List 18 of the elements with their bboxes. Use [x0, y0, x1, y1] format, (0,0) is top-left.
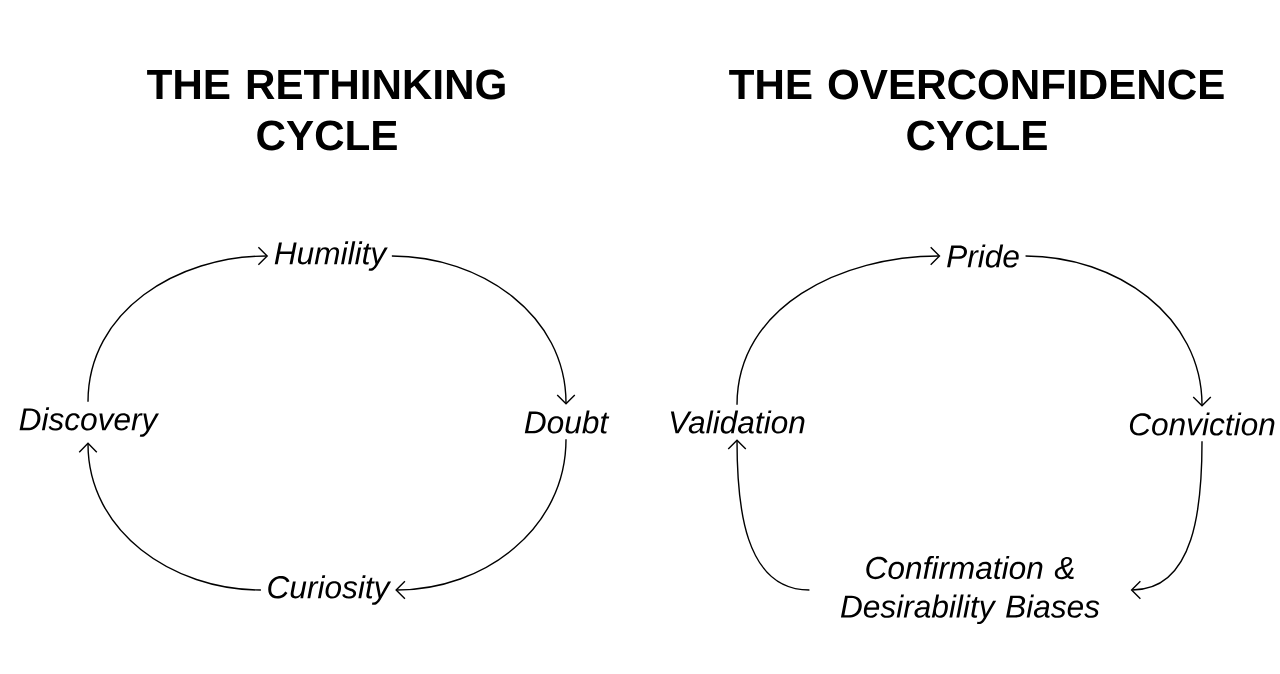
- cycle-step: Doubt: [524, 410, 610, 434]
- cycle-step: Discovery: [19, 407, 159, 437]
- curved-arrow: [1024, 255, 1212, 407]
- curved-arrow: [78, 442, 262, 591]
- cycle-step: Humility: [274, 241, 388, 271]
- cycle-step: Pride: [947, 244, 1019, 268]
- curved-arrow: [391, 255, 576, 405]
- cycle-title: THE RETHINKING CYCLE: [147, 69, 505, 151]
- curved-arrow: [727, 439, 811, 591]
- cycle-step: Curiosity: [268, 575, 392, 605]
- cycle-step: Conviction: [1129, 412, 1275, 436]
- curved-arrow: [395, 438, 567, 600]
- cycle-step: Validation: [670, 410, 805, 434]
- curved-arrow: [87, 246, 269, 403]
- curved-arrow: [736, 246, 941, 406]
- cycle-title: THE OVERCONFIDENCE CYCLE: [729, 69, 1224, 151]
- curved-arrow: [1130, 440, 1203, 600]
- cycle-step: Confirmation & Desirability Biases: [840, 555, 1100, 625]
